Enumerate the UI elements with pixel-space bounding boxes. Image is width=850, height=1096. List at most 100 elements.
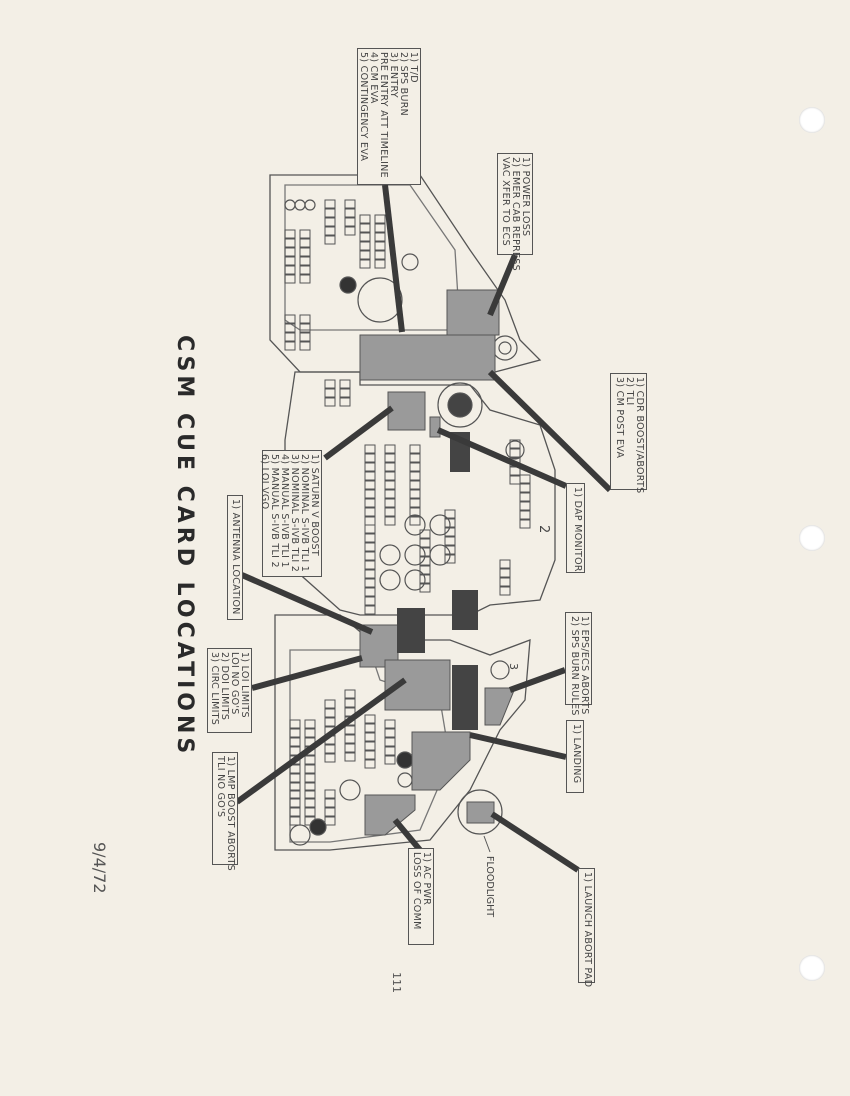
switch <box>384 444 396 454</box>
switch <box>384 755 396 765</box>
switch <box>324 807 336 817</box>
switch <box>384 453 396 463</box>
switch <box>299 332 311 342</box>
switch <box>384 719 396 729</box>
date: 9/4/72 <box>90 842 109 894</box>
switch <box>344 226 356 236</box>
leader-launch-abort <box>490 811 580 873</box>
switch <box>499 559 511 569</box>
callout-antenna: 1) ANTENNA LOCATION <box>227 495 243 620</box>
switch <box>384 489 396 499</box>
switch <box>519 501 531 511</box>
page-number: 111 <box>390 972 403 993</box>
switch <box>299 274 311 284</box>
callout-line: 1) T/D <box>408 52 419 83</box>
switch <box>284 229 296 239</box>
leader-dap <box>436 427 568 489</box>
switch <box>289 807 301 817</box>
switch <box>384 471 396 481</box>
switch <box>364 596 376 606</box>
switch <box>374 250 386 260</box>
callout-line: 5) MANUAL S-IVB TLI 2 <box>269 454 280 568</box>
switch <box>364 542 376 552</box>
switch <box>304 728 316 738</box>
switch <box>374 241 386 251</box>
switch <box>409 453 421 463</box>
switch <box>324 388 336 398</box>
switch <box>304 782 316 792</box>
callout-line: 2) TLI <box>624 377 635 406</box>
callout-line: 1) DAP MONITOR <box>572 487 583 572</box>
switch <box>364 453 376 463</box>
callout-line: 2) SPS BURN <box>398 52 409 117</box>
callout-launch-abort: 1) LAUNCH ABORT PAD <box>578 868 595 987</box>
switch <box>304 807 316 817</box>
switch <box>364 605 376 615</box>
switch <box>364 732 376 742</box>
callout-line: 1) LMP BOOST ABORTS <box>225 756 236 871</box>
switch <box>284 341 296 351</box>
switch <box>364 578 376 588</box>
switch <box>409 516 421 526</box>
switch <box>289 764 301 774</box>
leader-power-loss <box>487 253 518 317</box>
switch <box>444 536 456 546</box>
switch <box>364 741 376 751</box>
switch <box>499 586 511 596</box>
switch <box>364 714 376 724</box>
switch <box>299 256 311 266</box>
leader-saturn <box>323 405 394 461</box>
switch <box>324 753 336 763</box>
switch <box>409 507 421 517</box>
switch <box>344 707 356 717</box>
switch <box>374 232 386 242</box>
switch <box>284 332 296 342</box>
switch <box>299 247 311 257</box>
floodlight-arrow <box>483 835 491 853</box>
callout-line: 3) NOMINAL S-IVB TLI 2 <box>289 454 300 573</box>
switch <box>519 474 531 484</box>
switch <box>364 551 376 561</box>
switch <box>289 816 301 826</box>
callout-line: 1) AC PWR <box>421 852 432 906</box>
switch <box>324 199 336 209</box>
shaded-eps <box>484 687 516 726</box>
switch <box>304 764 316 774</box>
callout-line: 2) SPS BURN RULES <box>569 616 580 716</box>
switch <box>324 789 336 799</box>
switch <box>344 689 356 699</box>
callout-line: 1) POWER LOSS <box>520 157 531 237</box>
switch <box>324 798 336 808</box>
switch <box>289 773 301 783</box>
switch <box>409 444 421 454</box>
switch <box>339 379 351 389</box>
switch <box>509 439 521 449</box>
switch <box>284 274 296 284</box>
switch <box>289 789 301 799</box>
callout-line: PRE ENTRY ATT TIMELINE <box>378 52 389 178</box>
callout-landing: 1) LANDING <box>566 720 584 793</box>
callout-line: 2) NOMINAL S-IVB TLI 1 <box>299 454 310 573</box>
switch <box>419 538 431 548</box>
switch <box>384 507 396 517</box>
switch <box>324 235 336 245</box>
switch <box>384 498 396 508</box>
switch <box>344 734 356 744</box>
switch <box>519 483 531 493</box>
switch <box>374 223 386 233</box>
switch <box>299 341 311 351</box>
switch <box>359 232 371 242</box>
switch <box>364 759 376 769</box>
switch <box>419 529 431 539</box>
switch <box>304 719 316 729</box>
switch <box>364 516 376 526</box>
switch <box>384 516 396 526</box>
switch <box>324 816 336 826</box>
callout-line: 2) EMER CAB REPRESS <box>510 157 521 271</box>
shaded-saturn <box>387 391 426 431</box>
